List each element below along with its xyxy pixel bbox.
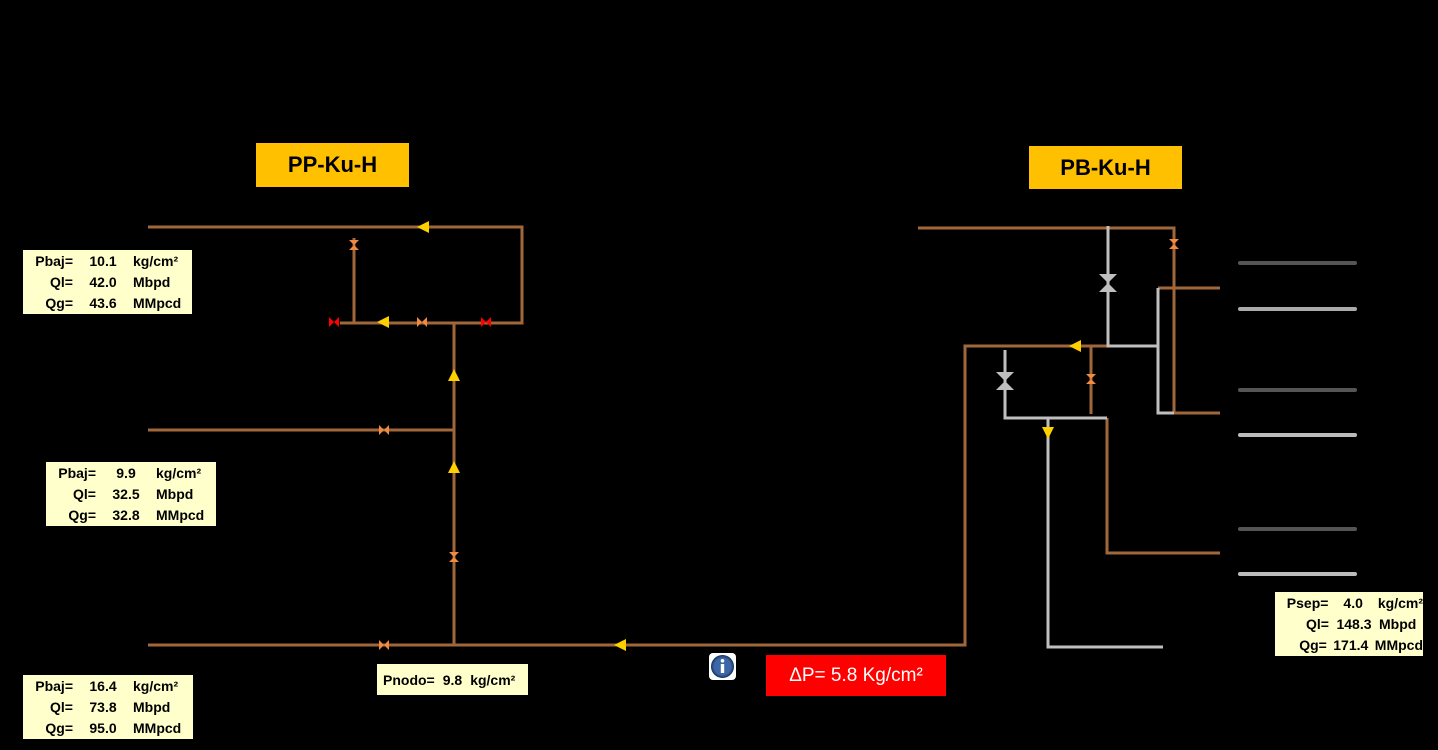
valve-icon (379, 425, 389, 435)
valve-icon (996, 372, 1014, 390)
well-info-box-2: Pbaj= 9.9 kg/cm² Ql= 32.5 Mbpd Qg= 32.8 MMpcd (46, 462, 216, 526)
ql-value: 32.5 (112, 486, 140, 502)
psep-value: 4.0 (1343, 595, 1363, 611)
ql-label: Ql= (73, 486, 96, 502)
qg-value: 171.4 (1333, 637, 1369, 653)
flow-arrow-icon (377, 316, 389, 328)
pipe-line (1105, 418, 1220, 555)
ql-label: Ql= (50, 699, 73, 715)
valve-icon (379, 640, 389, 650)
valve-icon (1169, 239, 1179, 249)
valve-icon (1086, 374, 1096, 384)
pbaj-label: Pbaj= (35, 253, 73, 269)
flow-arrow-icon (448, 461, 460, 473)
qg-label: Qg= (45, 295, 73, 311)
qg-unit: MMpcd (1374, 637, 1423, 653)
qg-label: Qg= (45, 720, 73, 736)
pbaj-value: 10.1 (89, 253, 117, 269)
flow-arrow-icon (448, 369, 460, 381)
pipe-line (918, 226, 1220, 415)
valve-icon (449, 552, 459, 562)
qg-unit: MMpcd (133, 295, 182, 311)
ql-unit: Mbpd (1379, 616, 1417, 632)
valve-icon (481, 317, 491, 327)
pbaj-label: Pbaj= (35, 678, 73, 694)
gas-pipe-line (1156, 288, 1174, 415)
node-pressure-box: Pnodo= 9.8 kg/cm² (377, 664, 528, 695)
pnodo-unit: kg/cm² (470, 671, 516, 688)
qg-value: 32.8 (112, 507, 140, 523)
pbaj-label: Pbaj= (58, 465, 96, 481)
pnodo-value: 9.8 (442, 671, 463, 688)
platform-label-pb: PB-Ku-H (1029, 146, 1182, 189)
pnodo-label: Pnodo= (383, 671, 435, 688)
flow-arrow-icon (417, 221, 429, 233)
ql-unit: Mbpd (156, 486, 194, 502)
valve-icon (1099, 274, 1117, 292)
qg-unit: MMpcd (156, 507, 205, 523)
flow-arrow-icon (1069, 340, 1081, 352)
pipe-line (148, 225, 524, 325)
separator-info-box: Psep= 4.0 kg/cm² Ql= 148.3 Mbpd Qg= 171.4 MMpc… (1275, 592, 1423, 656)
qg-label: Qg= (68, 507, 96, 523)
valve-icon (329, 317, 339, 327)
psep-label: Psep= (1286, 595, 1329, 611)
qg-unit: MMpcd (133, 720, 182, 736)
valve-icon (1169, 239, 1179, 249)
valve-icon (1099, 274, 1117, 292)
qg-value: 95.0 (89, 720, 117, 736)
flow-arrows (377, 221, 1081, 651)
pipelines (148, 225, 1220, 647)
separator-headers (1238, 261, 1357, 576)
valve-icon (1086, 374, 1096, 384)
psep-unit: kg/cm² (1377, 595, 1423, 611)
valves (329, 239, 1179, 650)
gas-pipe-line (1106, 226, 1158, 348)
valve-icon (349, 240, 359, 250)
pbaj-unit: kg/cm² (156, 465, 202, 481)
valve-icon (329, 317, 339, 327)
gas-pipelines (1003, 226, 1174, 649)
valve-icon (996, 372, 1014, 390)
pressure-drop-box: ΔP= 5.8 Kg/cm² (766, 655, 946, 696)
valve-icon (379, 425, 389, 435)
pbaj-unit: kg/cm² (133, 678, 179, 694)
qg-value: 43.6 (89, 295, 117, 311)
pbaj-unit: kg/cm² (133, 253, 179, 269)
flow-arrow-icon (614, 639, 626, 651)
ql-value: 42.0 (89, 274, 117, 290)
info-icon[interactable] (709, 653, 736, 680)
well-info-box-1: Pbaj= 10.1 kg/cm² Ql= 42.0 Mbpd Qg= 43.6 MMpcd (23, 250, 192, 314)
valve-icon (481, 317, 491, 327)
valve-icon (417, 317, 427, 327)
pbaj-value: 9.9 (116, 465, 136, 481)
ql-value: 148.3 (1336, 616, 1372, 632)
well-info-box-3: Pbaj= 16.4 kg/cm² Ql= 73.8 Mbpd Qg= 95.0 MMpcd (23, 675, 193, 739)
valve-icon (449, 552, 459, 562)
platform-label-pp: PP-Ku-H (256, 143, 409, 187)
ql-label: Ql= (1306, 616, 1329, 632)
valve-icon (417, 317, 427, 327)
ql-value: 73.8 (89, 699, 117, 715)
ql-unit: Mbpd (133, 274, 171, 290)
ql-unit: Mbpd (133, 699, 171, 715)
valve-icon (379, 640, 389, 650)
valve-icon (349, 240, 359, 250)
pbaj-value: 16.4 (89, 678, 117, 694)
ql-label: Ql= (50, 274, 73, 290)
pipe-line (148, 344, 1108, 647)
qg-label: Qg= (1299, 637, 1327, 653)
flow-arrow-icon (1042, 427, 1054, 439)
gas-pipe-line (1046, 418, 1163, 649)
